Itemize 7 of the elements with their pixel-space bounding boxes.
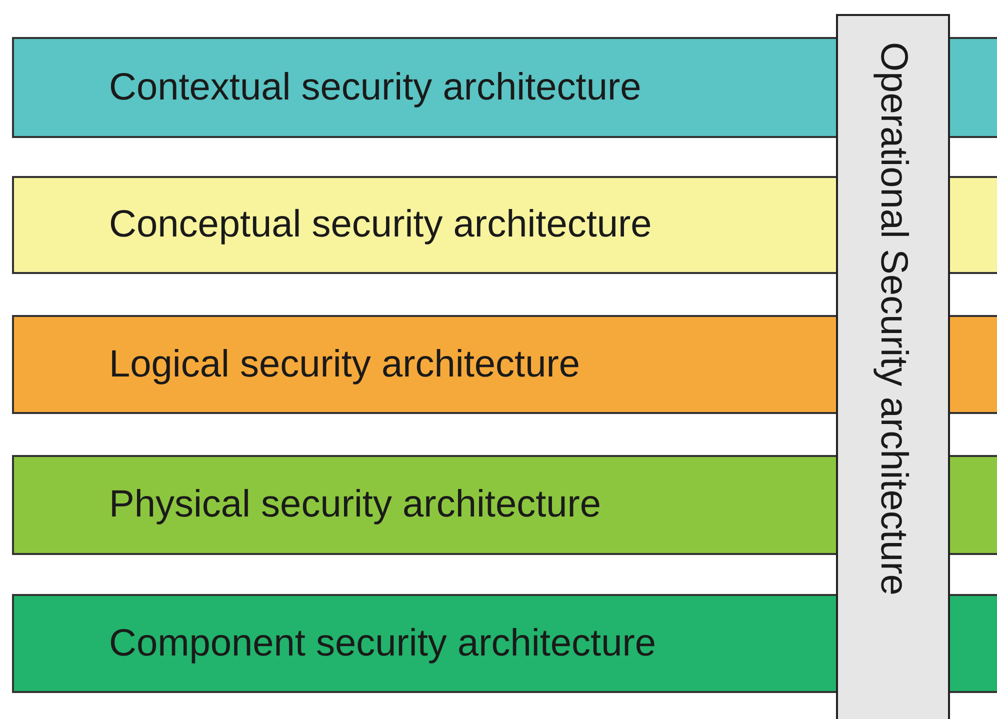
layer-label: Contextual security architecture <box>109 66 642 109</box>
layer-label: Component security architecture <box>109 622 656 665</box>
layer-label: Conceptual security architecture <box>109 204 652 246</box>
layer-label: Physical security architecture <box>109 484 602 526</box>
vertical-band <box>836 14 950 719</box>
layer-label: Logical security architecture <box>109 343 580 386</box>
vertical-label: Operational Security architecture <box>872 42 914 596</box>
